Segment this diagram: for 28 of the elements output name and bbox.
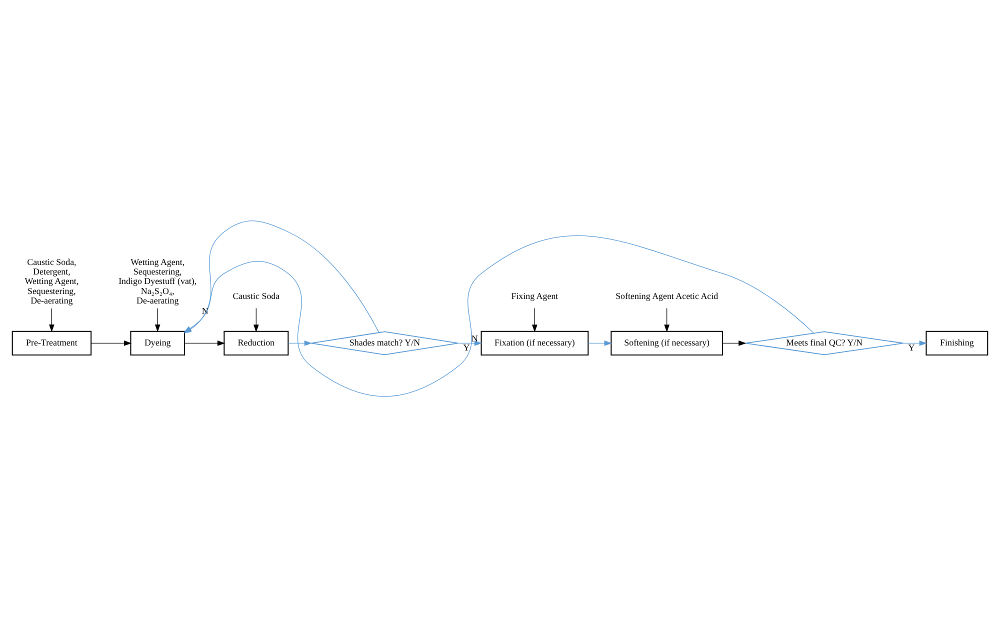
arrow bbox=[288, 340, 312, 346]
arrow bbox=[154, 308, 160, 332]
arrow bbox=[532, 308, 538, 332]
arrow bbox=[253, 308, 259, 332]
node-box: Fixation (if necessary) bbox=[480, 330, 589, 356]
node-box: Softening (if necessary) bbox=[610, 330, 724, 356]
node-text: Fixing Agent bbox=[511, 290, 558, 301]
node-text: Softening Agent Acetic Acid bbox=[616, 290, 718, 301]
arrow bbox=[588, 340, 612, 346]
node-box: Reduction bbox=[224, 330, 289, 356]
arrow bbox=[184, 340, 226, 346]
arrow bbox=[49, 308, 54, 332]
edge-label: Y bbox=[463, 342, 470, 352]
arrow bbox=[458, 340, 482, 346]
node-diamond: Meets final QC? Y/N bbox=[745, 331, 904, 356]
node-text: Caustic Soda bbox=[232, 290, 280, 301]
arrow bbox=[664, 308, 670, 332]
arrow bbox=[90, 340, 132, 346]
edge-label: N bbox=[472, 333, 478, 344]
node-text: Wetting Agent, Sequestering, Indigo Dyestuff (vat), Na₂S₂O₄, De-aerating bbox=[118, 256, 197, 306]
node-diamond: Shades match? Y/N bbox=[310, 331, 459, 356]
node-box: Dyeing bbox=[130, 330, 185, 356]
node-box: Finishing bbox=[926, 330, 988, 356]
node-box: Pre-Treatment bbox=[12, 330, 92, 356]
arrow bbox=[722, 340, 746, 346]
node-text: Caustic Soda, Detergent, Wetting Agent, Sequestering, De-aerating bbox=[24, 256, 79, 306]
arrow bbox=[902, 340, 928, 346]
edge-label: Y bbox=[908, 342, 915, 352]
